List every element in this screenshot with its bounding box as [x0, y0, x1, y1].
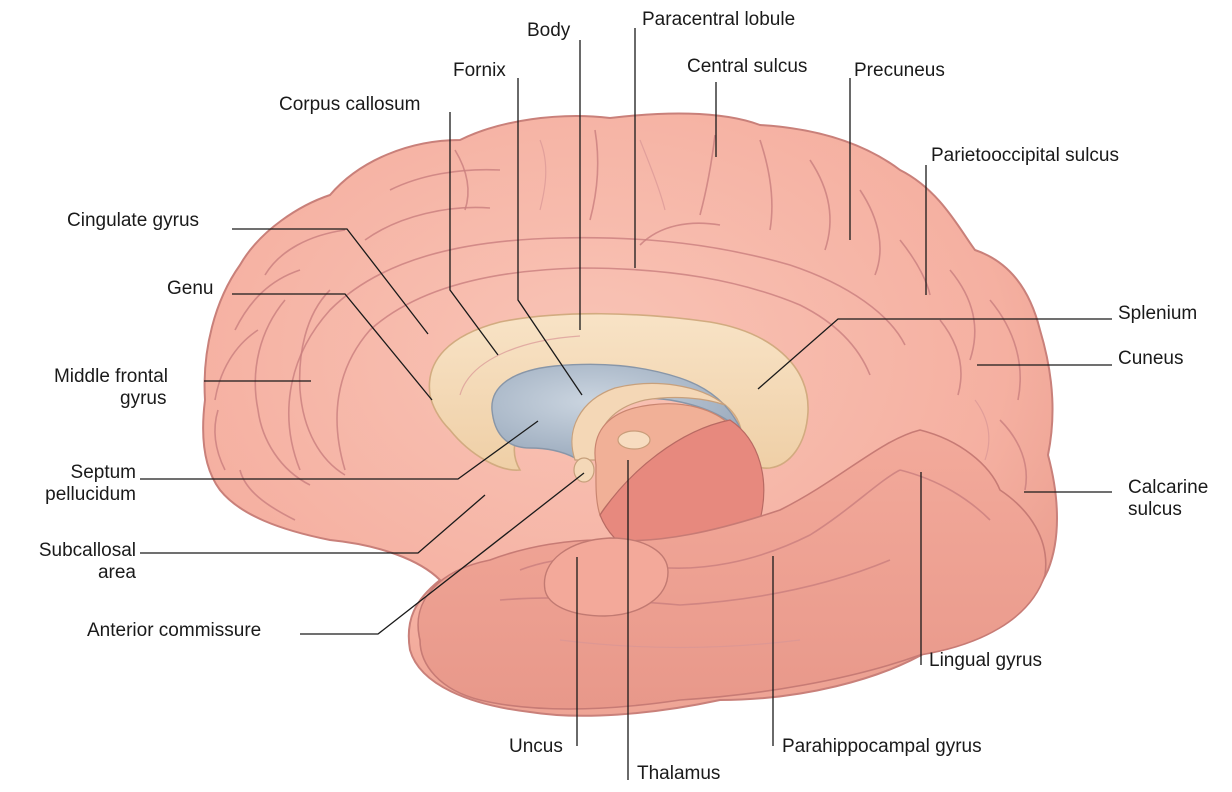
label-paracentral-lobule: Paracentral lobule — [642, 9, 796, 30]
label-subcallosal-area-line1: Subcallosal — [38, 540, 136, 561]
label-body: Body — [527, 20, 571, 41]
label-cuneus: Cuneus — [1118, 348, 1184, 369]
label-septum-pellucidum-line1: Septum — [70, 462, 136, 483]
label-septum-pellucidum-line2: pellucidum — [45, 484, 136, 505]
label-central-sulcus: Central sulcus — [687, 56, 808, 77]
interthalamic-adhesion — [617, 430, 651, 450]
label-uncus: Uncus — [509, 736, 563, 757]
label-calcarine-sulcus: Calcarine sulcus — [1128, 477, 1208, 521]
label-calcarine-sulcus-line2: sulcus — [1128, 499, 1182, 520]
label-calcarine-sulcus-line1: Calcarine — [1128, 477, 1209, 498]
fornix-shape — [571, 382, 726, 461]
label-septum-pellucidum: Septum pellucidum — [40, 462, 136, 506]
label-genu: Genu — [167, 278, 214, 299]
leader-lines — [140, 28, 1112, 780]
label-parietooccipital-sulcus: Parietooccipital sulcus — [931, 145, 1119, 166]
temporal-lobe — [417, 429, 1047, 710]
label-corpus-callosum: Corpus callosum — [279, 94, 421, 115]
label-middle-frontal-gyrus-line1: Middle frontal — [53, 366, 168, 387]
label-subcallosal-area: Subcallosal area — [10, 540, 136, 584]
cingulate-sulcus — [288, 236, 906, 471]
label-cingulate-gyrus: Cingulate gyrus — [67, 210, 200, 231]
label-fornix: Fornix — [453, 60, 506, 81]
label-middle-frontal-gyrus-line2: gyrus — [120, 388, 167, 409]
label-middle-frontal-gyrus: Middle frontal gyrus — [30, 366, 168, 410]
label-parahippocampal-gyrus: Parahippocampal gyrus — [782, 736, 982, 757]
label-lingual-gyrus: Lingual gyrus — [929, 650, 1043, 671]
label-thalamus: Thalamus — [637, 763, 721, 784]
uncus-shape — [543, 537, 669, 617]
label-precuneus: Precuneus — [854, 60, 945, 81]
label-anterior-commissure: Anterior commissure — [87, 620, 262, 641]
label-splenium: Splenium — [1118, 303, 1198, 324]
label-subcallosal-area-line2: area — [97, 562, 136, 583]
anterior-commissure-shape — [573, 457, 595, 483]
